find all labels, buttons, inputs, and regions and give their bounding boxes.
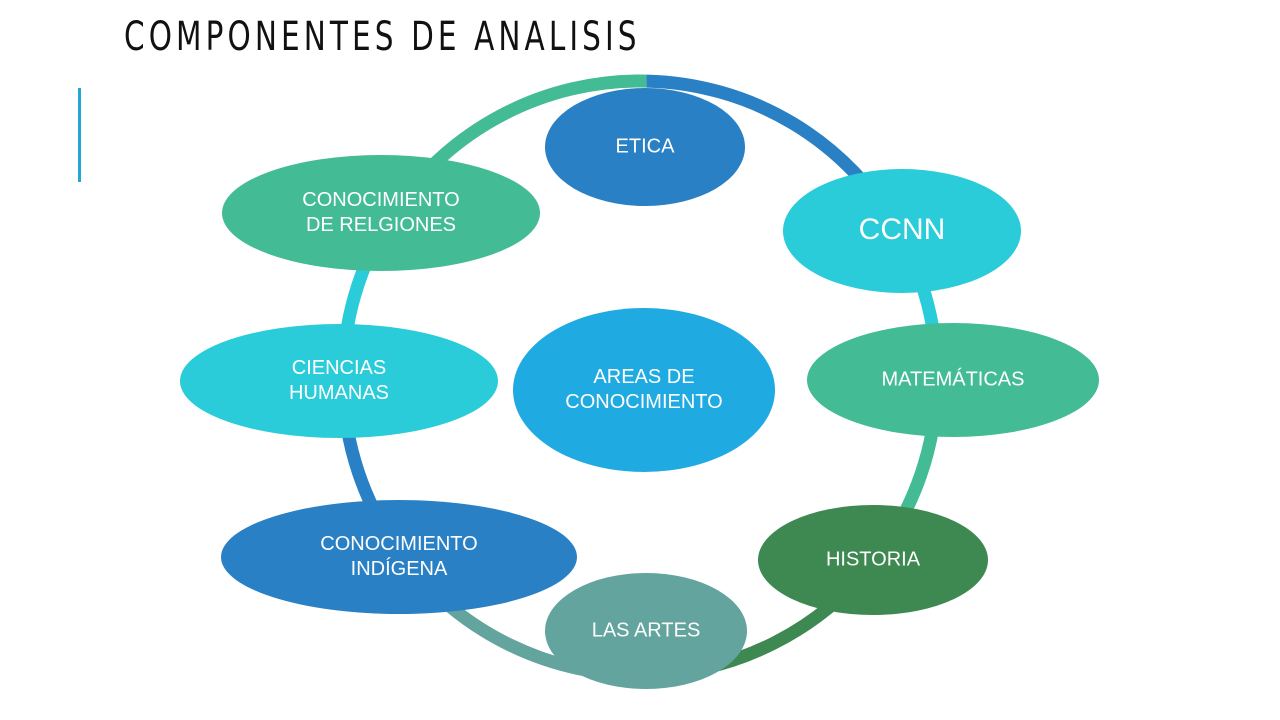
node-conocimiento-indigena-label: INDÍGENA [351, 557, 448, 580]
node-ciencias-humanas-label: HUMANAS [289, 382, 389, 404]
node-conocimiento-religiones-label: CONOCIMIENTO [302, 189, 459, 211]
center-node-label: AREAS DE [593, 366, 694, 388]
node-historia-shape [758, 505, 988, 615]
node-historia: HISTORIA [758, 505, 988, 615]
node-ciencias-humanas-label: CIENCIAS [292, 357, 386, 379]
node-etica-shape [545, 88, 745, 206]
node-conocimiento-religiones-label: DE RELGIONES [306, 214, 456, 236]
center-node-label: CONOCIMIENTO [565, 391, 722, 413]
node-ccnn-label: CCNN [859, 213, 946, 246]
center-node-shape [513, 308, 775, 472]
node-conocimiento-indigena-label: CONOCIMIENTO [320, 533, 477, 555]
node-ccnn-shape [783, 169, 1021, 293]
node-ciencias-humanas: CIENCIAS HUMANAS [180, 324, 498, 438]
node-las-artes-label: LAS ARTES [592, 619, 701, 641]
slide-title: COMPONENTES DE ANALISIS [124, 14, 641, 60]
title-accent-bar [78, 88, 81, 182]
center-node: AREAS DE CONOCIMIENTO [513, 308, 775, 472]
node-etica: ETICA [545, 88, 745, 206]
node-historia-label: HISTORIA [826, 548, 921, 570]
node-ciencias-humanas-shape [180, 324, 498, 438]
node-etica-label: ETICA [616, 135, 676, 157]
node-conocimiento-religiones: CONOCIMIENTO DE RELGIONES [222, 155, 540, 271]
node-las-artes-shape [545, 573, 747, 689]
node-ccnn: CCNN [783, 169, 1021, 293]
node-matematicas-shape [807, 323, 1099, 437]
node-conocimiento-indigena-shape [221, 500, 577, 614]
node-conocimiento-religiones-shape [222, 155, 540, 271]
node-matematicas: MATEMÁTICAS [807, 323, 1099, 437]
node-las-artes: LAS ARTES [545, 573, 747, 689]
node-matematicas-label: MATEMÁTICAS [882, 367, 1025, 390]
